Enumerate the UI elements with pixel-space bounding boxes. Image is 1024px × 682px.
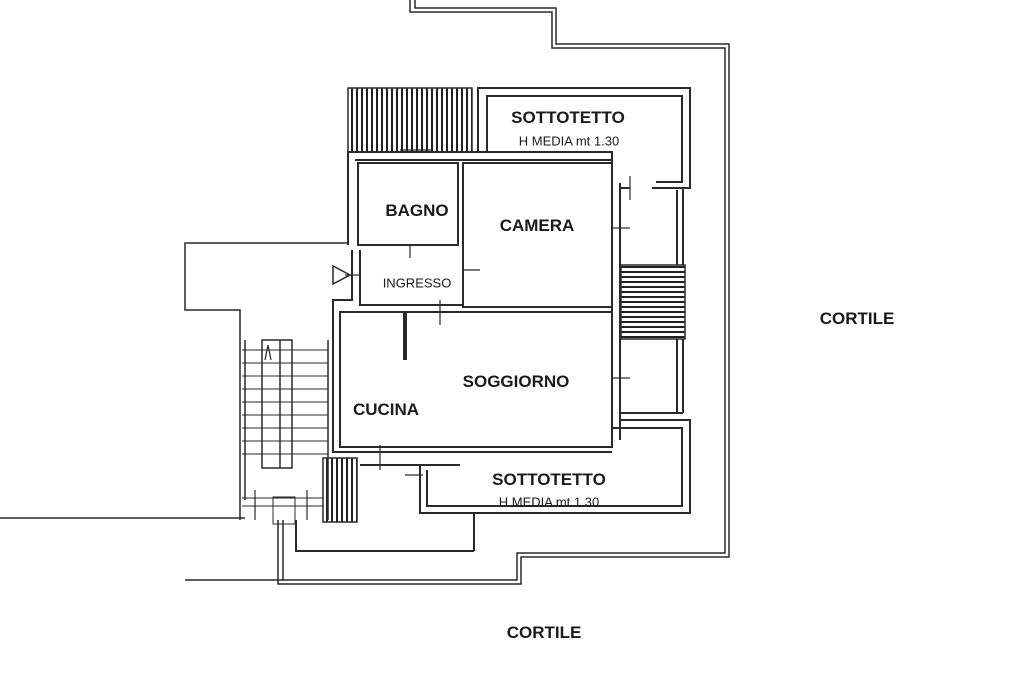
door-marks <box>254 149 631 520</box>
label-sottotetto-top: SOTTOTETTO <box>511 108 625 127</box>
entrance-arrow-icon <box>332 264 352 286</box>
room-soggiorno-cucina <box>339 311 613 448</box>
balcony-top <box>347 87 473 153</box>
balcony-right <box>620 264 686 340</box>
room-bagno <box>357 162 459 246</box>
sottotetto-top-walls <box>477 87 691 189</box>
stairwell <box>184 242 348 520</box>
sottotetto-bottom-walls <box>295 419 691 552</box>
label-cucina: CUCINA <box>352 400 420 419</box>
label-sottotetto-top-height: H MEDIA mt 1.30 <box>518 133 620 149</box>
label-sottotetto-bottom-height: H MEDIA mt 1.30 <box>498 494 600 510</box>
room-camera <box>462 162 613 308</box>
label-cortile-bottom: CORTILE <box>506 623 582 642</box>
label-bagno: BAGNO <box>385 201 449 220</box>
house-left-wall <box>347 151 613 245</box>
label-camera: CAMERA <box>499 216 575 235</box>
lot-boundary <box>0 0 730 585</box>
label-sottotetto-bottom: SOTTOTETTO <box>492 470 606 489</box>
label-ingresso: INGRESSO <box>382 275 452 291</box>
label-soggiorno: SOGGIORNO <box>462 372 570 391</box>
label-cortile-right: CORTILE <box>819 309 895 328</box>
room-ingresso <box>332 250 612 453</box>
